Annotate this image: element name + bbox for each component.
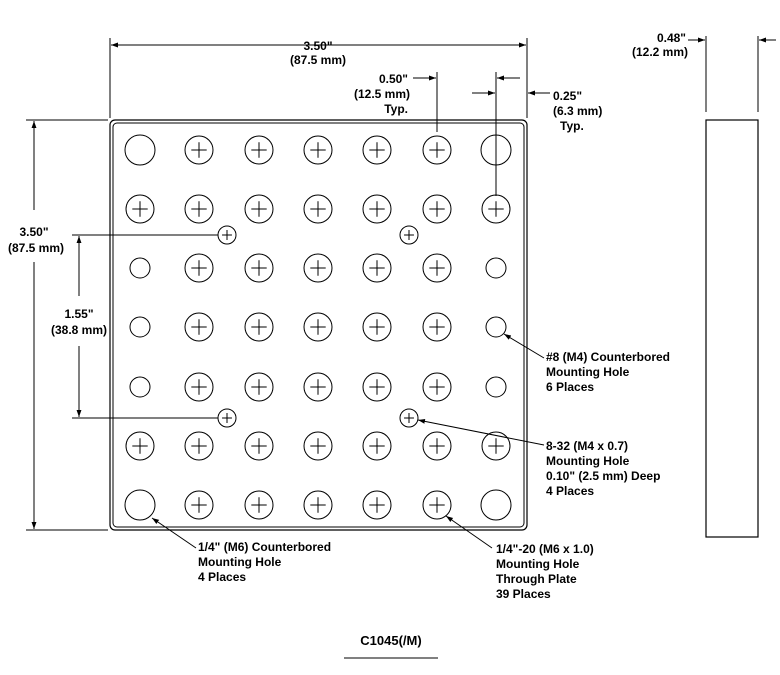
callout-m6-counterbore-line1: 1/4" (M6) Counterbored — [198, 540, 331, 554]
callout-leader-m4-counterbore — [503, 333, 545, 359]
m4-counterbored-hole — [485, 376, 507, 398]
thickness-label-mm: (12.2 mm) — [632, 45, 688, 59]
spacing-label-typ: Typ. — [384, 102, 408, 116]
height-label-in: 3.50" — [19, 225, 48, 239]
plate-side-view — [705, 119, 759, 538]
edge-label-mm: (6.3 mm) — [553, 104, 602, 118]
part-number: C1045(/M) — [360, 633, 421, 648]
callout-m4-tapped-line4: 4 Places — [546, 484, 594, 498]
callout-leader-m4-tapped — [417, 418, 545, 446]
callout-m6-tapped-line4: 39 Places — [496, 587, 551, 601]
callout-leader-m6-tapped — [445, 515, 493, 549]
edge-label-typ: Typ. — [560, 119, 584, 133]
m6-counterbored-hole — [124, 134, 156, 166]
callout-m6-counterbore-line2: Mounting Hole — [198, 555, 282, 569]
hole-grid — [124, 134, 512, 521]
m4-counterbored-hole — [485, 257, 507, 279]
m4-counterbored-hole — [129, 257, 151, 279]
m4-counterbored-hole — [485, 316, 507, 338]
callout-m4-tapped-line1: 8-32 (M4 x 0.7) — [546, 439, 628, 453]
tapped-label-mm: (38.8 mm) — [51, 323, 107, 337]
spacing-label-mm: (12.5 mm) — [354, 87, 410, 101]
thickness-label-in: 0.48" — [657, 31, 686, 45]
width-label-mm: (87.5 mm) — [290, 53, 346, 67]
callout-m4-tapped-line3: 0.10" (2.5 mm) Deep — [546, 469, 660, 483]
m4-counterbored-hole — [129, 376, 151, 398]
callout-m6-tapped-line2: Mounting Hole — [496, 557, 580, 571]
plate-inner-edge — [112, 122, 525, 528]
edge-label-in: 0.25" — [553, 89, 582, 103]
callout-leader-m6-counterbore — [151, 517, 197, 549]
width-label-in: 3.50" — [303, 39, 332, 53]
tapped-label-in: 1.55" — [64, 307, 93, 321]
callout-m4-counterbore-line1: #8 (M4) Counterbored — [546, 350, 670, 364]
callout-m6-tapped-line1: 1/4"-20 (M6 x 1.0) — [496, 542, 594, 556]
m6-counterbored-hole — [480, 489, 512, 521]
m4-counterbored-hole — [129, 316, 151, 338]
callout-m6-counterbore-line3: 4 Places — [198, 570, 246, 584]
m6-counterbored-hole — [124, 489, 156, 521]
height-label-mm: (87.5 mm) — [8, 241, 64, 255]
callout-m4-counterbore-line2: Mounting Hole — [546, 365, 630, 379]
callout-m4-counterbore-line3: 6 Places — [546, 380, 594, 394]
spacing-label-in: 0.50" — [379, 72, 408, 86]
callout-m4-tapped-line2: Mounting Hole — [546, 454, 630, 468]
callout-m6-tapped-line3: Through Plate — [496, 572, 577, 586]
